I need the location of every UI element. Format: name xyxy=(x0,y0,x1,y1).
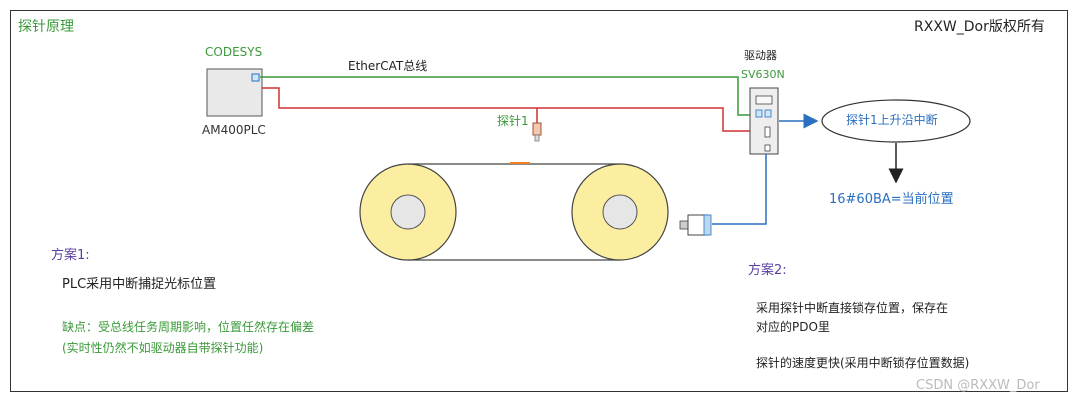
scheme2-desc-line2: 对应的PDO里 xyxy=(756,320,830,334)
probe-signal-line xyxy=(262,87,766,132)
plc-port xyxy=(251,73,260,82)
scheme1-drawback-line2: (实时性仍然不如驱动器自带探针功能) xyxy=(62,341,264,355)
drive-model-label: SV630N xyxy=(741,68,785,81)
bus-label: EtherCAT总线 xyxy=(348,59,428,73)
event-ellipse xyxy=(821,99,971,143)
plc-brand-label: CODESYS xyxy=(205,45,263,59)
conveyor xyxy=(359,162,669,261)
scheme1-title: 方案1: xyxy=(51,248,90,263)
copyright-label: RXXW_Dor版权所有 xyxy=(914,19,1045,35)
scheme2-title: 方案2: xyxy=(748,263,787,278)
scheme1-drawback-line1: 缺点：受总线任务周期影响，位置任然存在偏差 xyxy=(62,320,315,334)
ethercat-bus-line xyxy=(260,76,752,116)
drive-title-label: 驱动器 xyxy=(744,49,777,62)
scheme2-note: 探针的速度更快(采用中断锁存位置数据) xyxy=(756,356,970,370)
diagram-title: 探针原理 xyxy=(18,19,74,35)
plc-model-label: AM400PLC xyxy=(202,123,266,137)
watermark: CSDN @RXXW_Dor xyxy=(916,378,1040,393)
event-result-label: 16#60BA=当前位置 xyxy=(829,192,954,207)
drive-box xyxy=(749,87,779,155)
probe-sensor xyxy=(532,122,542,142)
scheme1-desc: PLC采用中断捕捉光标位置 xyxy=(62,277,217,292)
scheme2-desc-line1: 采用探针中断直接锁存位置，保存在 xyxy=(756,301,949,315)
encoder-line xyxy=(712,154,767,225)
diagram-frame xyxy=(10,10,1068,392)
motor xyxy=(679,214,712,236)
probe-label: 探针1 xyxy=(497,114,529,128)
event-label: 探针1上升沿中断 xyxy=(846,113,938,127)
